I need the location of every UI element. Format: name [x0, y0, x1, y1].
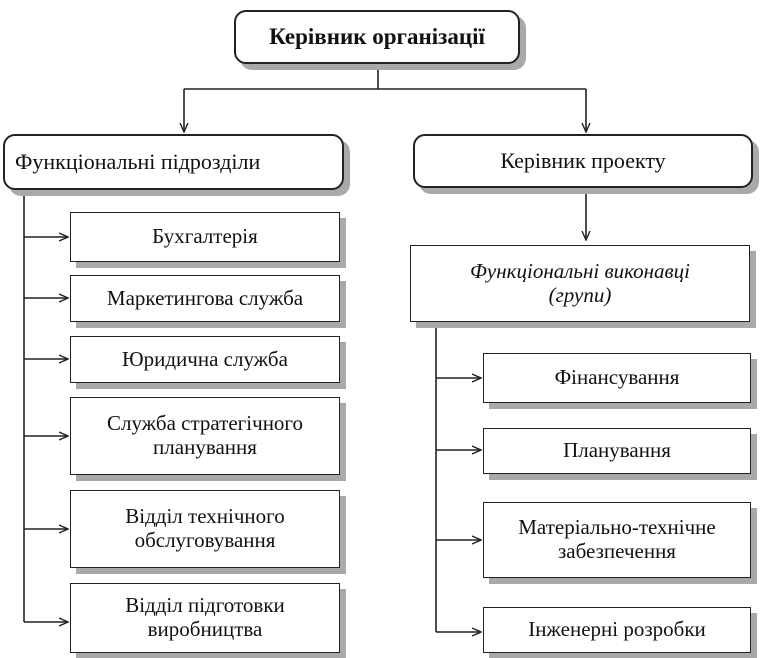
right-item-box: Планування: [483, 428, 751, 474]
left-item-box: Маркетингова служба: [70, 275, 340, 322]
left-item-label: Юридична служба: [122, 346, 288, 371]
project-manager-label: Керівник проекту: [500, 147, 666, 173]
left-item-label: Маркетингова служба: [106, 285, 304, 310]
left-item-box: Юридична служба: [70, 336, 340, 383]
functional-units-label: Функціональні підрозділи: [15, 148, 261, 174]
top-manager-label: Керівник організації: [269, 24, 485, 50]
functional-executors-box: Функціональні виконавці (групи): [410, 245, 750, 322]
top-manager-box: Керівник організації: [234, 10, 520, 64]
right-item-label: Матеріально-технічне забезпечення: [518, 515, 716, 563]
right-item-box: Матеріально-технічне забезпечення: [483, 502, 751, 578]
right-item-box: Інженерні розробки: [483, 607, 751, 653]
left-item-label: Бухгалтерія: [152, 224, 258, 249]
project-manager-box: Керівник проекту: [413, 134, 753, 188]
left-item-label: Відділ технічного обслуговування: [125, 504, 285, 552]
left-item-label: Служба стратегічного планування: [106, 411, 304, 459]
left-item-box: Відділ технічного обслуговування: [70, 490, 340, 568]
right-item-label: Фінансування: [554, 365, 680, 390]
functional-units-box: Функціональні підрозділи: [3, 134, 344, 190]
left-item-box: Служба стратегічного планування: [70, 397, 340, 475]
left-item-box: Бухгалтерія: [70, 212, 340, 262]
right-item-label: Інженерні розробки: [528, 617, 706, 642]
left-item-label: Відділ підготовки виробництва: [125, 593, 285, 641]
right-item-box: Фінансування: [483, 353, 751, 403]
right-item-label: Планування: [563, 438, 671, 463]
functional-executors-label: Функціональні виконавці (групи): [470, 258, 690, 307]
left-item-box: Відділ підготовки виробництва: [70, 583, 340, 653]
